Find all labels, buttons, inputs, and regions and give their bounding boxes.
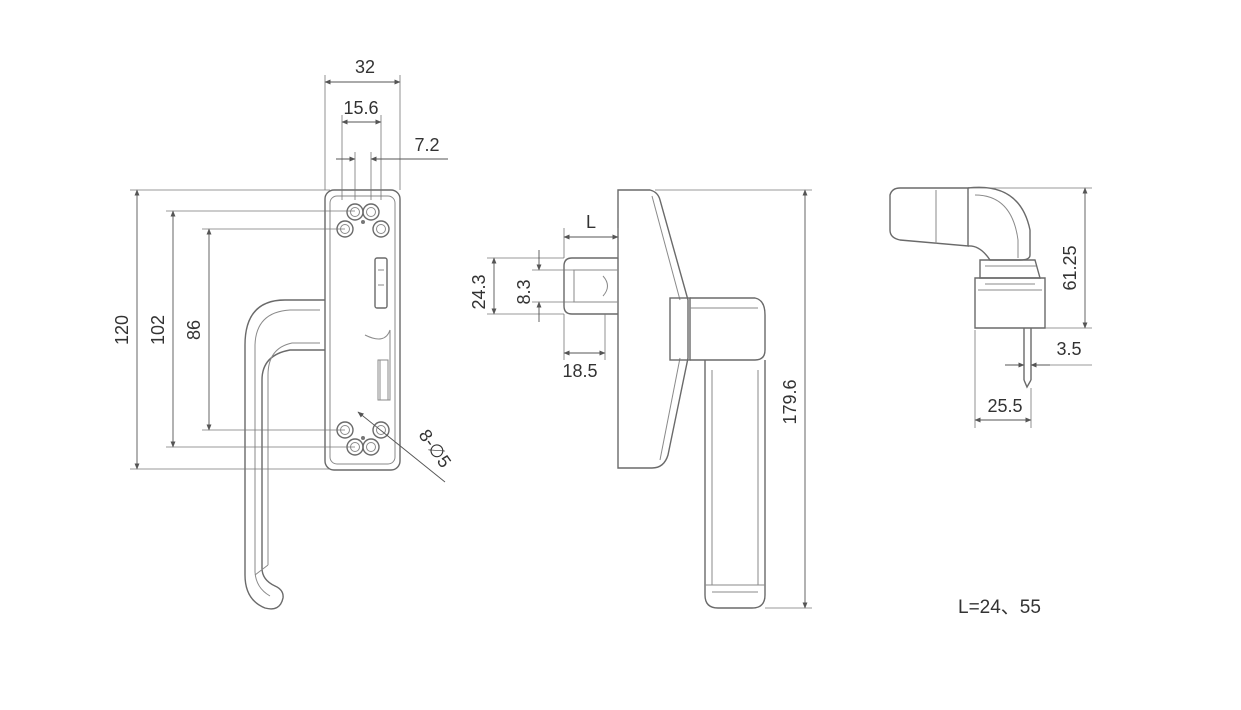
dim-front-height-overall: 120: [112, 315, 132, 345]
front-view: [244, 189, 401, 610]
dim-front-width-total: 32: [355, 57, 375, 77]
dim-end-spindle: 3.5: [1056, 339, 1081, 359]
side-view: [563, 189, 766, 609]
dim-front-hole-spacing: 15.6: [343, 98, 378, 118]
top-screw-holes: [336, 203, 390, 238]
dim-end-height: 61.25: [1060, 245, 1080, 290]
end-dimensions: 61.25 3.5 25.5: [970, 187, 1092, 428]
dim-side-depth: 18.5: [562, 361, 597, 381]
dim-side-height-outer: 24.3: [469, 274, 489, 309]
dim-front-height-mid: 102: [148, 315, 168, 345]
bottom-screw-holes: [336, 421, 390, 456]
dim-side-height-inner: 8.3: [514, 279, 534, 304]
dim-front-height-inner: 86: [184, 320, 204, 340]
side-dimensions: L 24.3 8.3 18.5 179.6: [469, 189, 812, 609]
dim-side-slot-l: L: [586, 212, 596, 232]
dim-end-width: 25.5: [987, 396, 1022, 416]
dim-side-total-length: 179.6: [780, 379, 800, 424]
dim-holes: 8-∅5: [415, 426, 455, 472]
end-view: [889, 186, 1046, 389]
dim-front-offset: 7.2: [414, 135, 439, 155]
front-dimensions: 32 15.6 7.2 120 102 86 8-∅5: [112, 57, 455, 483]
length-note: L=24、55: [958, 597, 1041, 618]
